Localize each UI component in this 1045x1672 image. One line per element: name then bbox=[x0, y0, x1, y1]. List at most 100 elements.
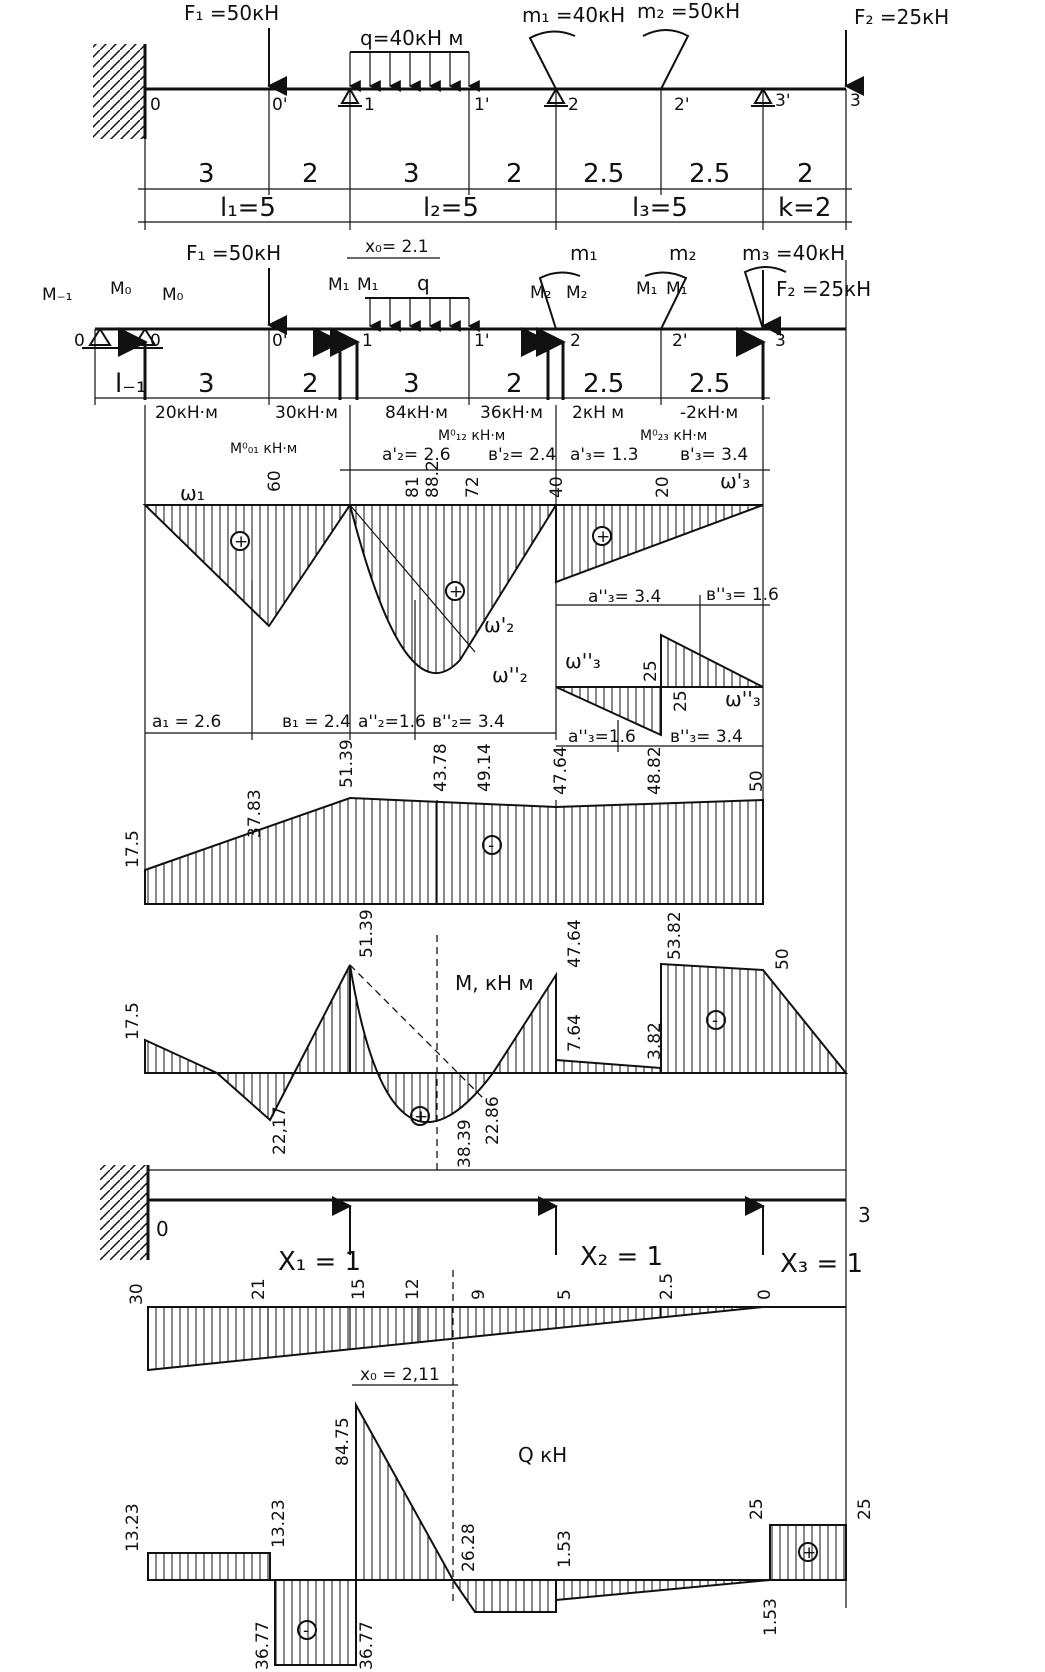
b2pp-label: в''₂= 3.4 bbox=[432, 712, 505, 732]
moment-label: M₋₁ bbox=[42, 285, 72, 305]
value-1-53b: 1.53 bbox=[761, 1598, 781, 1636]
fixed-wall bbox=[93, 44, 145, 139]
node-label: 1' bbox=[474, 95, 490, 115]
x2-label: X₂ = 1 bbox=[580, 1242, 663, 1272]
moment-label: M₂ bbox=[566, 283, 587, 303]
a3pp-top-label: a''₃= 3.4 bbox=[588, 587, 661, 607]
value-17-5: 17.5 bbox=[123, 830, 143, 868]
moment-m1 bbox=[528, 30, 576, 90]
node-label: 2 bbox=[528, 331, 539, 351]
value-51-39: 51.39 bbox=[357, 909, 377, 958]
node-label: 2 bbox=[568, 95, 579, 115]
dim-segment: 2 bbox=[302, 159, 319, 189]
omega1-label: ω₁ bbox=[180, 481, 205, 505]
value-38-39: 38.39 bbox=[455, 1119, 475, 1168]
plus-sign: + bbox=[596, 527, 610, 547]
label-m01: M⁰₀₁ кН·м bbox=[230, 441, 297, 457]
node-label: 0 bbox=[150, 331, 161, 351]
value-50: 50 bbox=[773, 948, 793, 970]
unit-load-beam: 0 3 X₁ = 1 X₂ = 1 X₃ = 1 bbox=[100, 1165, 871, 1279]
node-label: 3' bbox=[775, 91, 791, 111]
value-36-77a: 36.77 bbox=[253, 1621, 273, 1670]
moment-value: 30кН·м bbox=[275, 403, 338, 423]
dim-segment: l₋₁ bbox=[115, 369, 146, 399]
value-60: 60 bbox=[265, 470, 285, 492]
q-label: q=40кН м bbox=[360, 26, 463, 50]
dim-segment: 2.5 bbox=[583, 159, 624, 189]
omega2pp-label: ω''₂ bbox=[492, 663, 528, 687]
dim-segment: 2 bbox=[302, 369, 319, 399]
value-84-75: 84.75 bbox=[333, 1417, 353, 1466]
omega3-area bbox=[555, 504, 764, 584]
node-label: 2' bbox=[672, 331, 688, 351]
plus-sign: + bbox=[234, 532, 248, 552]
value-25a: 25 bbox=[641, 660, 661, 682]
b3p-label: в'₃= 3.4 bbox=[680, 445, 748, 465]
value-49-14: 49.14 bbox=[475, 743, 495, 792]
node-label: 0' bbox=[272, 331, 288, 351]
moment-label: M₀ bbox=[162, 285, 184, 305]
force-f1-label: F₁ =50кН bbox=[184, 1, 279, 25]
value-15: 15 bbox=[349, 1278, 369, 1300]
moment-value: 20кН·м bbox=[155, 403, 218, 423]
value-53-82: 53.82 bbox=[665, 911, 685, 960]
span-length: l₂=5 bbox=[423, 193, 479, 223]
dim-segment: 2.5 bbox=[583, 369, 624, 399]
m1-label: m₁ bbox=[570, 241, 598, 265]
dim-segment: 2 bbox=[506, 159, 523, 189]
node-3: 3 bbox=[858, 1203, 871, 1227]
force-f2-label: F₂ =25кН bbox=[854, 5, 949, 29]
node-label: 3 bbox=[850, 91, 861, 111]
span-length: k=2 bbox=[778, 193, 831, 223]
dim-segment: 3 bbox=[198, 369, 215, 399]
omega3p-label: ω'₃ bbox=[720, 469, 750, 493]
minus-sign: - bbox=[488, 836, 494, 856]
dim-segment: 2 bbox=[506, 369, 523, 399]
a2p-label: a'₂= 2.6 bbox=[382, 445, 451, 465]
moment-label: M₁ bbox=[666, 279, 687, 299]
moment-value: 2кН м bbox=[572, 403, 624, 423]
distributed-load: q=40кН м bbox=[348, 26, 480, 92]
value-7-64: 7.64 bbox=[565, 1014, 585, 1052]
b2p-label: в'₂= 2.4 bbox=[488, 445, 556, 465]
value-5: 5 bbox=[555, 1289, 575, 1300]
node-label: 2 bbox=[570, 331, 581, 351]
q-diagram: x₀ = 2,11 Q кН 13.23 13.23 84.75 26.28 1… bbox=[123, 1365, 875, 1670]
value-51-39: 51.39 bbox=[337, 739, 357, 788]
value-88-2: 88.2 bbox=[423, 460, 443, 498]
plus-sign: + bbox=[414, 1107, 428, 1127]
node-label: 3 bbox=[775, 331, 786, 351]
moment-label: M₁ bbox=[357, 275, 378, 295]
node-label: 1 bbox=[362, 331, 373, 351]
moment-value: -2кН·м bbox=[680, 403, 738, 423]
b1-label: в₁ = 2.4 bbox=[282, 712, 351, 732]
moment-m2 bbox=[642, 29, 690, 90]
moment-value: 36кН·м bbox=[480, 403, 543, 423]
force-f1-label: F₁ =50кН bbox=[186, 241, 281, 265]
b3pp-top-label: в''₃= 1.6 bbox=[706, 585, 779, 605]
dim-segment: 2.5 bbox=[689, 369, 730, 399]
value-26-28: 26.28 bbox=[459, 1523, 479, 1572]
moment-label: M₀ bbox=[110, 279, 132, 299]
node-label: 2' bbox=[674, 95, 690, 115]
f2-label: F₂ =25кН bbox=[776, 277, 871, 301]
value-22-86: 22.86 bbox=[483, 1096, 503, 1145]
value-36-77b: 36.77 bbox=[357, 1621, 377, 1670]
span-length: l₁=5 bbox=[220, 193, 276, 223]
m3-label: m₃ =40кН bbox=[742, 241, 845, 265]
value-3-82: 3.82 bbox=[645, 1022, 665, 1060]
value-25b: 25 bbox=[671, 690, 691, 712]
value-50: 50 bbox=[747, 770, 767, 792]
minus-sign: - bbox=[712, 1011, 718, 1031]
node-label: 0 bbox=[150, 95, 161, 115]
x1-label: X₁ = 1 bbox=[278, 1247, 361, 1277]
label-m12: M⁰₁₂ кН·м bbox=[438, 428, 505, 444]
value-47-64: 47.64 bbox=[551, 746, 571, 795]
q-title: Q кН bbox=[518, 1443, 567, 1467]
moment-value: 84кН·м bbox=[385, 403, 448, 423]
value-21: 21 bbox=[249, 1278, 269, 1300]
q-label: q bbox=[417, 271, 430, 295]
moment-label: M₁ bbox=[636, 279, 657, 299]
value-9: 9 bbox=[469, 1289, 489, 1300]
